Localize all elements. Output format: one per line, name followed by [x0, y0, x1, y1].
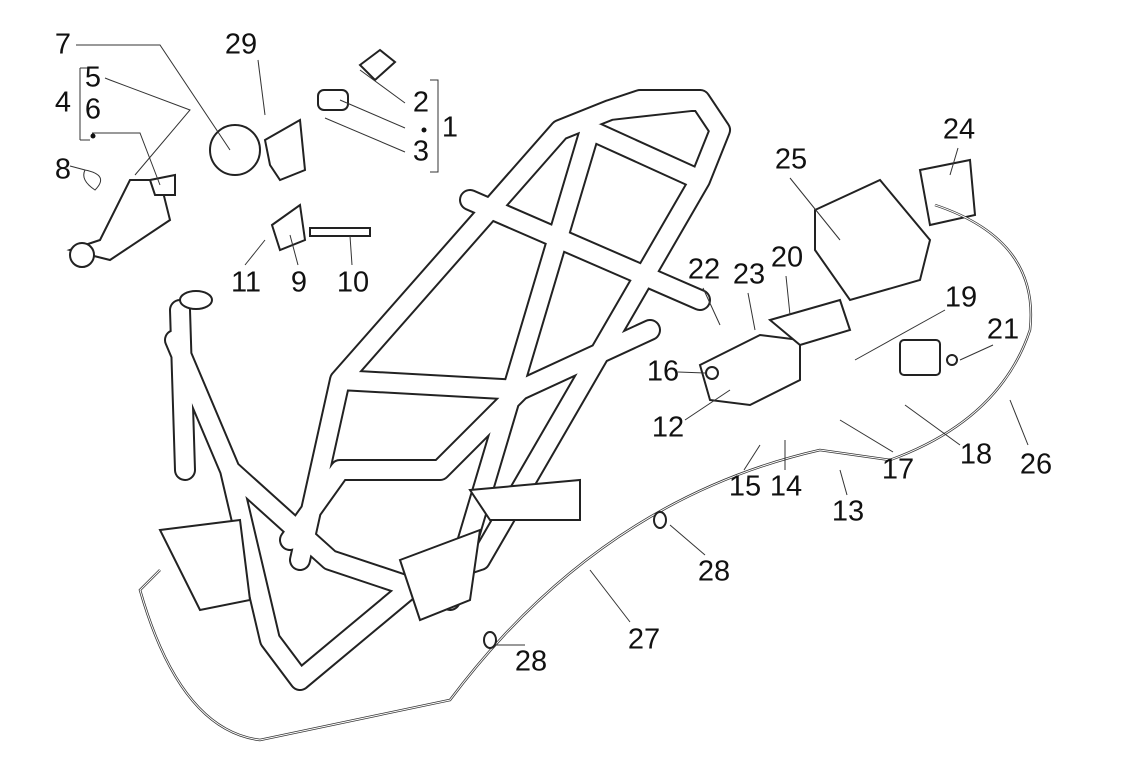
callout-20: 20	[771, 242, 803, 274]
leader-lines	[76, 44, 1029, 646]
callout-26: 26	[1020, 449, 1052, 481]
callout-21: 21	[987, 314, 1019, 346]
callout-24: 24	[943, 114, 975, 146]
callout-22: 22	[688, 254, 720, 286]
bullet-dot	[421, 127, 427, 133]
callout-28-lower: 28	[515, 646, 547, 678]
callout-labels: 7 29 5 4 6 2 1 3 8 11 9 10 25 24 22 23 2…	[55, 29, 1052, 678]
cables	[138, 203, 1033, 742]
callout-13: 13	[832, 496, 864, 528]
callout-1: 1	[442, 112, 458, 144]
callout-4: 4	[55, 87, 71, 119]
callout-29: 29	[225, 29, 257, 61]
callout-16: 16	[647, 356, 679, 388]
callout-27: 27	[628, 624, 660, 656]
callout-3: 3	[413, 136, 429, 168]
callout-14: 14	[770, 471, 802, 503]
callout-7: 7	[55, 29, 71, 61]
callout-5: 5	[85, 62, 101, 94]
callout-25: 25	[775, 144, 807, 176]
bullet-dot	[90, 133, 96, 139]
seat-lock-parts	[698, 158, 977, 407]
callout-28-upper: 28	[698, 556, 730, 588]
bullet-dots	[90, 127, 427, 139]
callout-23: 23	[733, 259, 765, 291]
callout-8: 8	[55, 154, 71, 186]
callout-19: 19	[945, 282, 977, 314]
callout-11: 11	[231, 267, 261, 299]
callout-2: 2	[413, 87, 429, 119]
callout-9: 9	[291, 267, 307, 299]
callout-12: 12	[652, 412, 684, 444]
scooter-frame	[158, 89, 731, 691]
callout-10: 10	[337, 267, 369, 299]
callout-17: 17	[882, 454, 914, 486]
callout-6: 6	[85, 94, 101, 126]
ignition-parts	[66, 48, 397, 268]
callout-15: 15	[729, 471, 761, 503]
callout-18: 18	[960, 439, 992, 471]
